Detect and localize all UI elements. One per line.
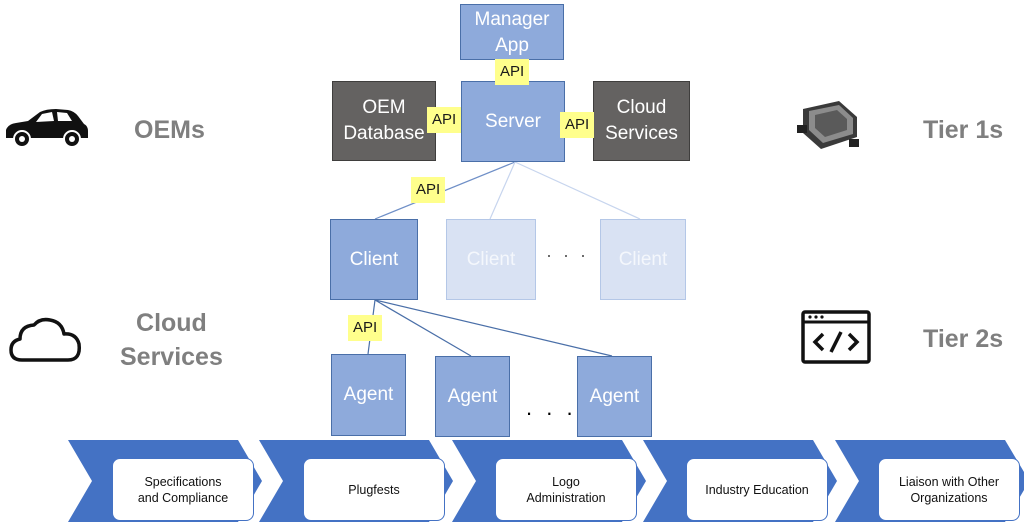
tier2s-label: Tier 2s [923, 325, 1004, 353]
agent-node: Agent [435, 356, 510, 437]
oems-label: OEMs [134, 116, 205, 144]
api-tag-agent: API [348, 315, 383, 341]
client-node-faint: Client [446, 219, 536, 300]
manager-app-node: Manager App [460, 4, 564, 60]
client-node: Client [330, 219, 418, 300]
connector-client-agent-3 [374, 299, 613, 357]
ecu-module-icon [795, 97, 863, 155]
car-icon [2, 104, 90, 150]
cloud-icon [8, 316, 84, 364]
chevron-card-specifications: Specifications and Compliance [112, 458, 254, 521]
agent-node: Agent [331, 354, 406, 436]
api-tag-oem-database: API [427, 107, 462, 133]
tier1s-label: Tier 1s [923, 116, 1004, 144]
chevron-card-liaison: Liaison with Other Organizations [878, 458, 1020, 521]
api-tag-client: API [411, 177, 446, 203]
server-node: Server [461, 81, 565, 162]
agent-node: Agent [577, 356, 652, 437]
code-window-icon [801, 310, 871, 364]
agent-ellipsis: . . . [526, 395, 577, 420]
cloud-services-node: Cloud Services [593, 81, 690, 161]
api-tag-manager: API [495, 59, 530, 85]
chevron-card-plugfests: Plugfests [303, 458, 445, 521]
connector-client-agent-2 [374, 299, 472, 357]
chevron-card-industry-education: Industry Education [686, 458, 828, 521]
cloud-services-label: Cloud Services [120, 309, 223, 371]
api-tag-cloud-services: API [560, 112, 595, 138]
connector-server-client-faint-1 [489, 161, 516, 220]
connector-server-client-faint-2 [514, 161, 641, 220]
client-node-faint: Client [600, 219, 686, 300]
chevron-card-logo-administration: Logo Administration [495, 458, 637, 521]
client-ellipsis: · · · [546, 245, 589, 265]
